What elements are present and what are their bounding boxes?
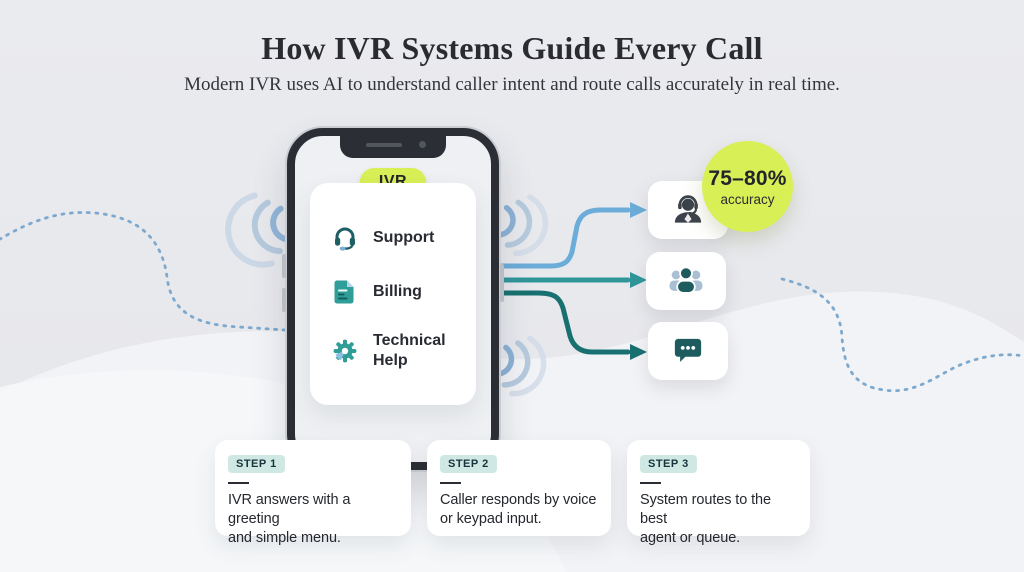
menu-item-label: Billing bbox=[373, 283, 422, 300]
phone-mockup: IVR Support Billing bbox=[282, 128, 504, 470]
menu-item-technical-help[interactable]: Technical Help bbox=[330, 331, 476, 371]
menu-item-billing[interactable]: Billing bbox=[330, 277, 476, 307]
accuracy-label: accuracy bbox=[720, 191, 775, 207]
step-text: IVR answers with a greeting and simple m… bbox=[228, 492, 351, 547]
flow-arrowhead-top bbox=[630, 202, 647, 218]
phone-side-button bbox=[282, 254, 286, 278]
flow-arrowhead-bottom bbox=[630, 344, 647, 360]
phone-camera bbox=[419, 141, 426, 148]
sound-waves-left-icon bbox=[225, 192, 292, 268]
flow-line-bottom bbox=[487, 290, 631, 355]
step-badge: STEP 2 bbox=[440, 455, 497, 473]
step-card-2: STEP 2 Caller responds by voice or keypa… bbox=[427, 440, 611, 536]
step-divider bbox=[640, 482, 661, 484]
menu-item-label: Technical Help bbox=[373, 332, 446, 369]
step-badge: STEP 3 bbox=[640, 455, 697, 473]
step-card-3: STEP 3 System routes to the best agent o… bbox=[627, 440, 810, 546]
step-badge: STEP 1 bbox=[228, 455, 285, 473]
dotted-path-right bbox=[780, 277, 1024, 393]
ivr-menu-card: Support Billing bbox=[310, 183, 476, 405]
step-text: System routes to the best agent or queue… bbox=[640, 492, 771, 547]
gear-icon bbox=[333, 339, 357, 363]
headset-icon bbox=[335, 227, 355, 251]
chat-bubble-icon bbox=[674, 338, 702, 362]
phone-side-button bbox=[500, 264, 504, 302]
sound-waves-right-bottom-icon bbox=[494, 335, 547, 397]
phone-side-button bbox=[282, 288, 286, 312]
destination-card-chat[interactable] bbox=[648, 322, 728, 380]
menu-item-support[interactable]: Support bbox=[330, 223, 476, 253]
step-divider bbox=[228, 482, 249, 484]
flow-arrowhead-middle bbox=[630, 272, 647, 288]
support-agent-icon bbox=[674, 195, 702, 223]
accuracy-badge: 75–80% accuracy bbox=[702, 141, 793, 232]
accuracy-value: 75–80% bbox=[708, 166, 787, 190]
dotted-path-left bbox=[0, 211, 302, 333]
header: How IVR Systems Guide Every Call Modern … bbox=[0, 30, 1024, 96]
step-card-1: STEP 1 IVR answers with a greeting and s… bbox=[215, 440, 411, 546]
team-icon bbox=[669, 266, 703, 294]
step-divider bbox=[440, 482, 461, 484]
invoice-icon bbox=[334, 280, 354, 304]
step-text: Caller responds by voice or keypad input… bbox=[440, 492, 597, 528]
page-title: How IVR Systems Guide Every Call bbox=[261, 30, 763, 66]
sound-waves-right-top-icon bbox=[497, 194, 549, 257]
page-subtitle: Modern IVR uses AI to understand caller … bbox=[184, 74, 840, 95]
flow-line-top bbox=[487, 207, 631, 269]
menu-item-label: Support bbox=[373, 229, 435, 246]
phone-notch bbox=[340, 135, 446, 158]
destination-card-team[interactable] bbox=[646, 252, 726, 310]
phone-speaker bbox=[366, 143, 402, 147]
